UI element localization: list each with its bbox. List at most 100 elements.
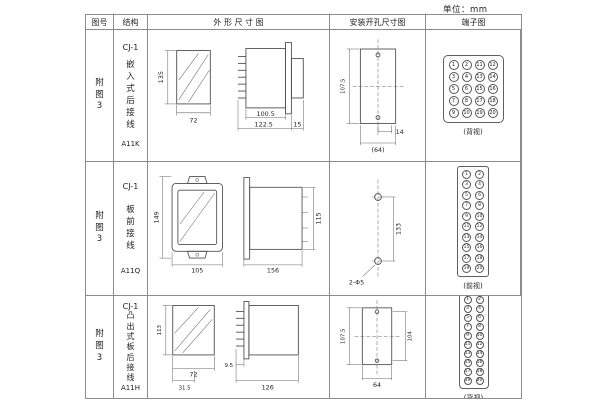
dim-cutout-height: 107.5 [340, 48, 359, 124]
fig-no-row3: 附图3 [95, 329, 104, 363]
mounting-cell-row3: 107.5 104 64 [330, 296, 426, 398]
dim-122-5: 122.5 [254, 120, 272, 128]
dim-offset: 14 [377, 124, 403, 136]
mounting-cell-row1: 107.5 14 (64) [330, 30, 426, 162]
structure-cell-row1: CJ-1 嵌入式后接线 A11K [114, 30, 148, 162]
dim-height: 135 [156, 49, 176, 104]
terminal-circle: 12 [475, 222, 484, 232]
outline-cell-row1: 135 72 [148, 30, 330, 162]
terminal-circle: 7 [462, 201, 471, 211]
terminal-circle: 3 [448, 71, 459, 82]
dim-133: 133 [395, 222, 402, 234]
terminal-circle: 2 [475, 296, 484, 304]
terminal-circle: 19 [463, 376, 472, 385]
code-row2: A11Q [120, 267, 141, 276]
view-label-row1: (背视) [463, 127, 483, 136]
terminal-circle: 1 [448, 59, 459, 70]
panel-cutout [352, 38, 403, 135]
dim-14: 14 [395, 129, 403, 136]
dim-64: 64 [372, 382, 380, 389]
header-terminal: 端子图 [426, 15, 521, 30]
terminal-circle: 11 [463, 340, 472, 349]
relay-side-view [235, 301, 299, 360]
model-row3: CJ-1 [122, 301, 139, 311]
dim-72: 72 [189, 371, 197, 379]
hole-callout: 2-Φ5 [348, 264, 375, 286]
terminal-circle: 20 [475, 376, 484, 385]
terminal-circle: 5 [463, 313, 472, 322]
terminal-circle: 5 [462, 190, 471, 200]
dim-cutout-width: 64 [361, 365, 392, 389]
dim-113: 113 [156, 324, 162, 335]
terminal-circle: 4 [475, 180, 484, 190]
terminal-circle: 15 [474, 83, 485, 94]
terminal-circle: 2 [475, 169, 484, 179]
mounting-drawing-a11k: 107.5 14 (64) [340, 38, 403, 153]
code-row1: A11K [121, 139, 140, 148]
dim-length-2: 122.5 15 [237, 99, 304, 131]
dim-31-5: 31.5 [178, 386, 190, 392]
dim-hole-spacing: 133 [381, 196, 402, 261]
terminal-circle: 16 [475, 358, 484, 367]
dim-pin-length: 9.5 [224, 348, 244, 383]
terminal-circle: 11 [474, 59, 485, 70]
terminal-circle: 17 [463, 367, 472, 376]
terminal-circle: 20 [475, 264, 484, 274]
terminal-circle: 10 [475, 211, 484, 221]
dim-cutout-height: 107.5 [340, 307, 361, 365]
terminal-circle: 9 [462, 211, 471, 221]
structure-cell-row2: CJ-1 板前接线 A11Q [114, 162, 148, 296]
dim-9-5: 9.5 [224, 363, 233, 369]
dim-15: 15 [293, 120, 301, 128]
terminal-circle: 4 [461, 71, 472, 82]
terminal-circle: 17 [474, 95, 485, 106]
code-row3: A11H [121, 384, 140, 393]
structure-cell-row3: CJ-1 凸出式板后接线 A11H [114, 296, 148, 398]
relay-side-view [242, 176, 308, 260]
terminal-circle: 10 [461, 107, 472, 118]
dim-107-5: 107.5 [340, 329, 346, 344]
relay-side-view [237, 41, 304, 114]
dim-length-1: 100.5 [245, 108, 286, 120]
terminal-circle: 12 [475, 340, 484, 349]
mounting-drawing-a11q: 133 2-Φ5 [348, 179, 402, 286]
terminal-circle: 6 [475, 190, 484, 200]
model-row1: CJ-1 [122, 43, 139, 53]
dim-126: 126 [261, 384, 273, 392]
header-outline: 外 形 尺 寸 图 [148, 15, 330, 30]
dim-width: 105 [171, 251, 223, 274]
dim-side-height: 115 [302, 186, 322, 250]
terminal-circle: 17 [462, 253, 471, 263]
panel-cutout [354, 300, 400, 375]
fig-no-cell-row2: 附图3 [86, 162, 114, 296]
terminal-circle: 15 [463, 358, 472, 367]
outline-drawing-a11k: 135 72 [156, 41, 304, 131]
view-label-row3: (背视) [463, 393, 484, 399]
terminal-circle: 1 [463, 296, 472, 304]
outline-drawing-a11q: 149 105 [153, 175, 322, 274]
relay-front-view [171, 175, 223, 259]
terminal-circle: 6 [475, 313, 484, 322]
dim-width: 72 [175, 104, 211, 124]
terminal-circle: 16 [487, 83, 498, 94]
terminal-circle: 20 [487, 107, 498, 118]
outline-cell-row3: 113 72 31.5 [148, 296, 330, 398]
dim-156: 156 [266, 267, 278, 274]
terminal-circle: 9 [448, 107, 459, 118]
terminal-circle: 15 [462, 243, 471, 253]
terminal-circle: 12 [487, 59, 498, 70]
dim-115: 115 [315, 212, 322, 224]
terminal-circle: 1 [462, 169, 471, 179]
view-label-row2: (前视) [463, 282, 483, 291]
terminal-circle: 5 [448, 83, 459, 94]
dim-height: 149 [153, 175, 171, 258]
structure-row3: 凸出式板后接线 [126, 311, 135, 383]
header-structure: 结构 [114, 15, 148, 30]
terminal-circle: 4 [475, 304, 484, 313]
outline-drawing-a11h: 113 72 31.5 [156, 301, 299, 392]
terminal-circle: 2 [461, 59, 472, 70]
